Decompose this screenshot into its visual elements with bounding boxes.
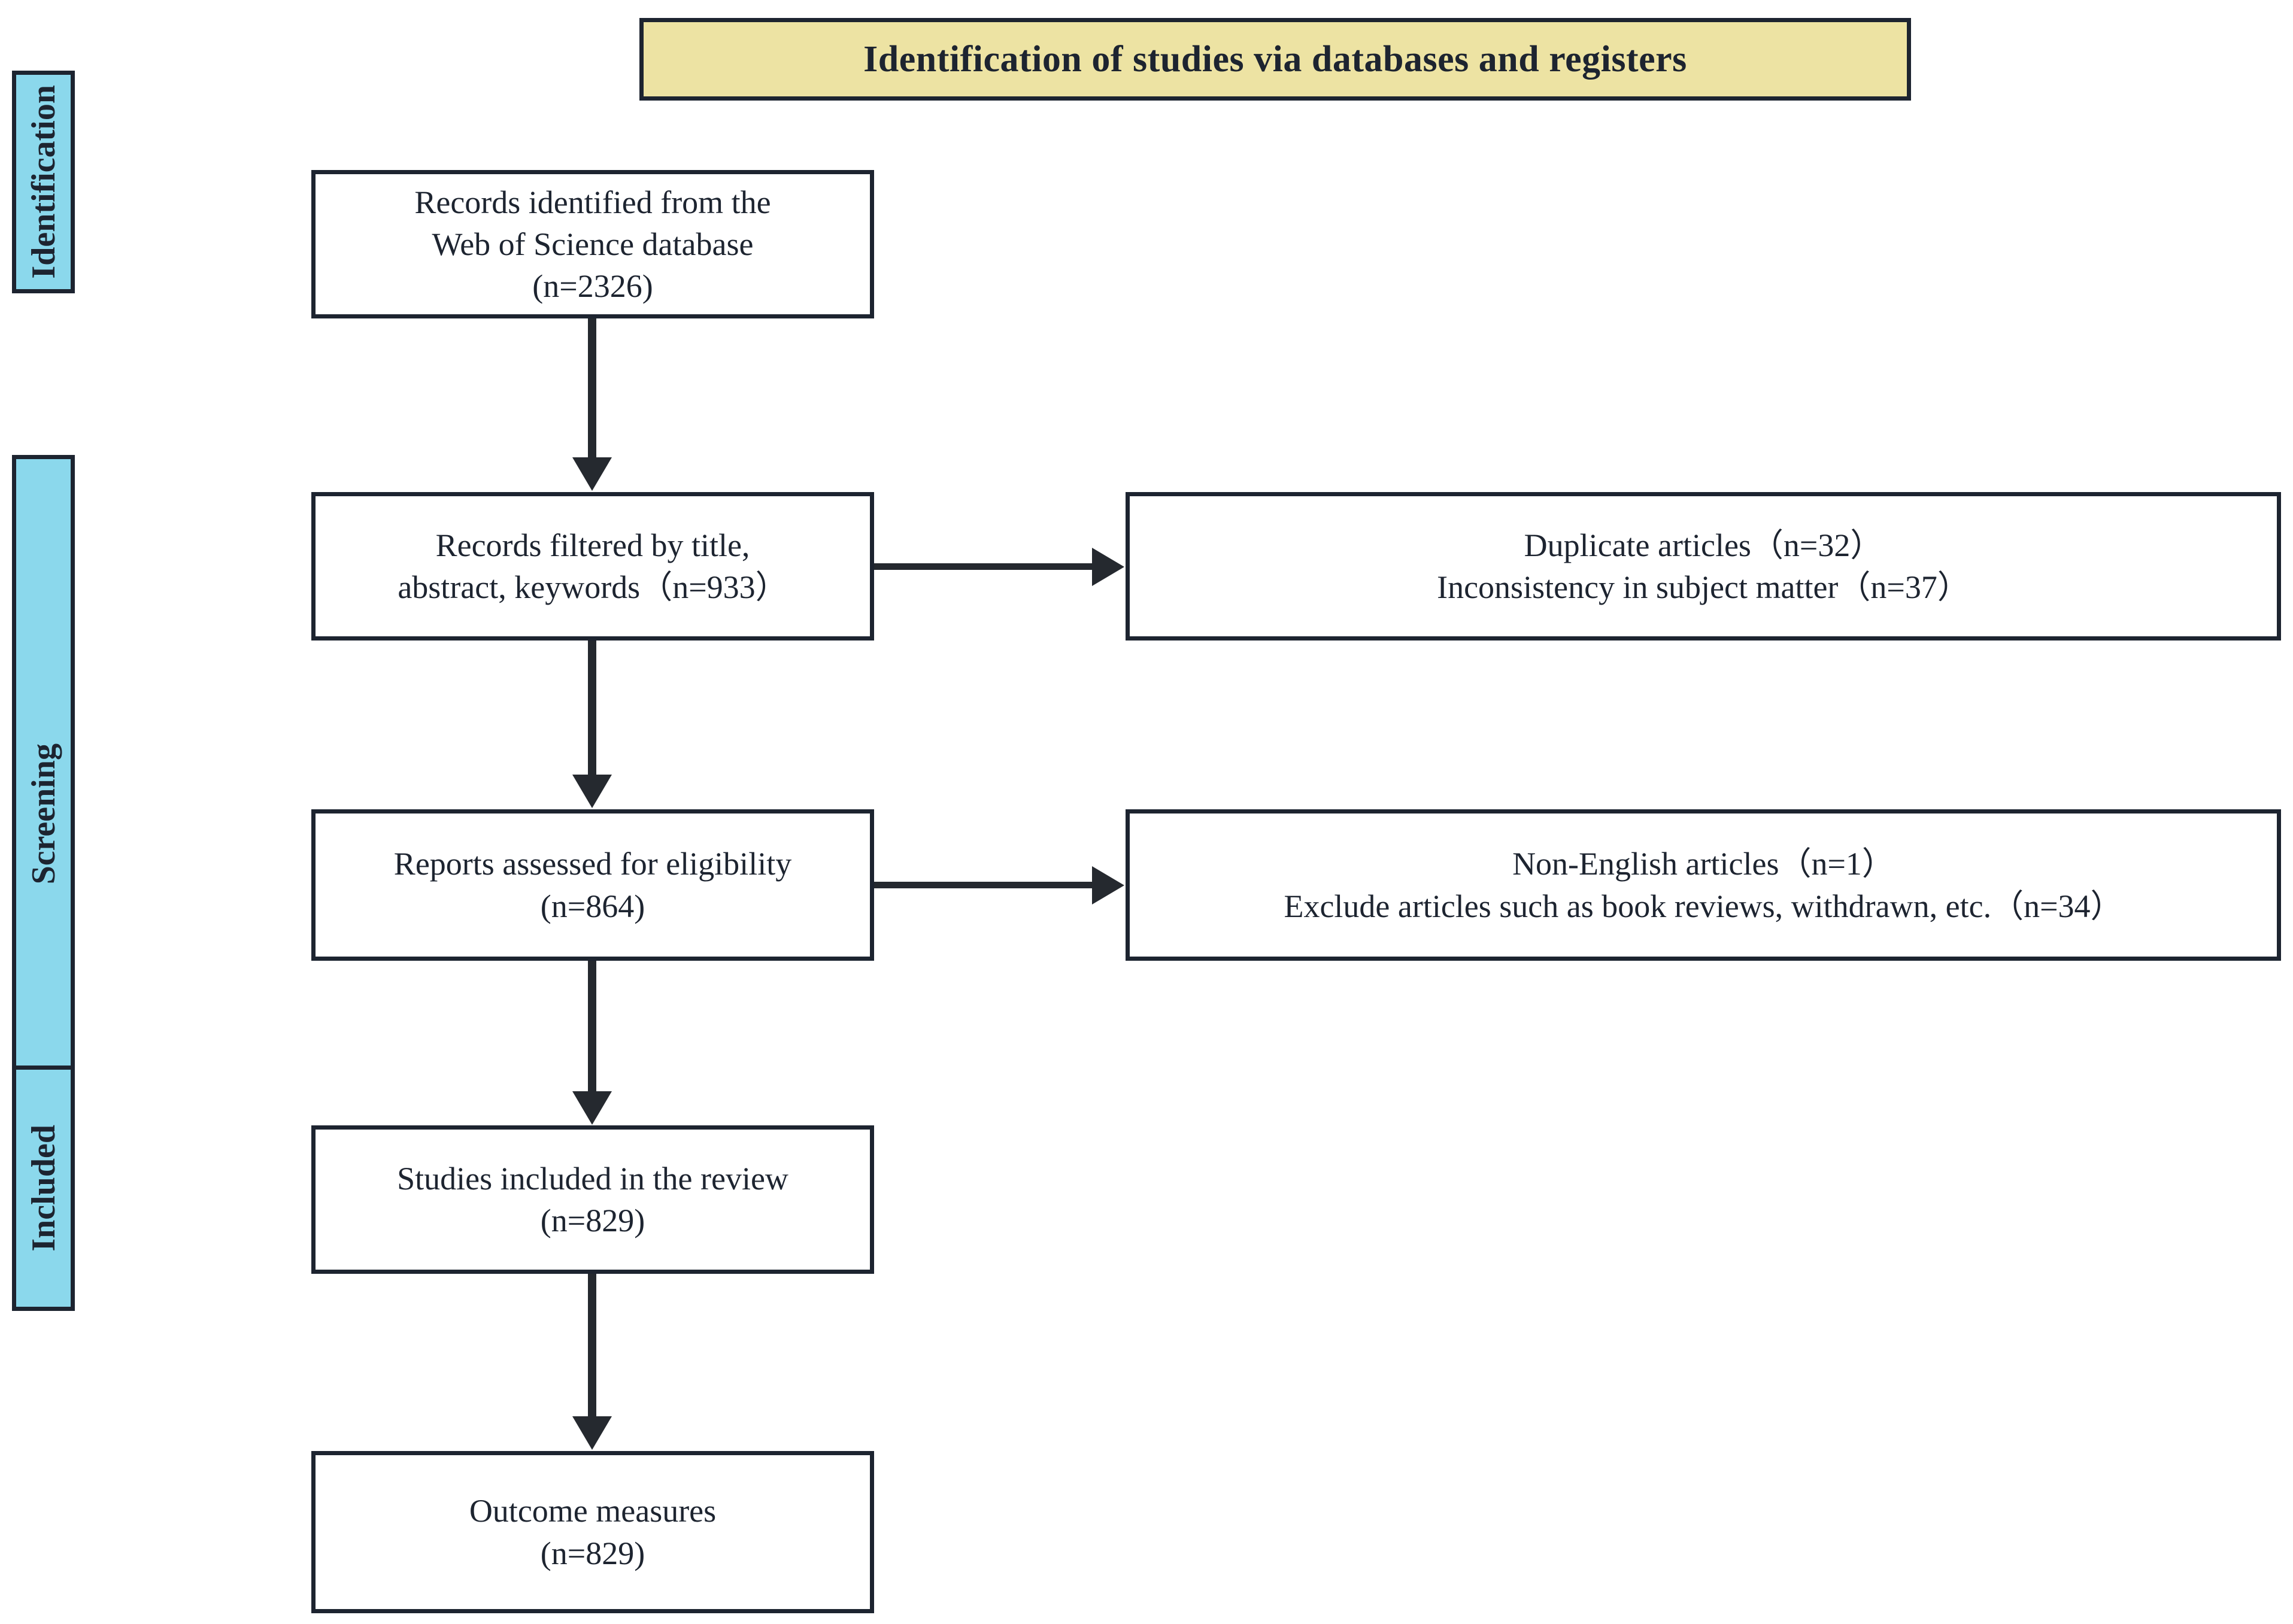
flow-box-studies-included-line-1: Studies included in the review (397, 1160, 788, 1197)
flow-box-records-identified-line-1: Records identified from the (414, 184, 771, 220)
flow-box-records-identified-line-2: Web of Science database (432, 226, 754, 262)
flow-box-outcome-measures-count: (n=829) (540, 1535, 645, 1571)
stage-label-identification-text: Identification (25, 85, 62, 279)
stage-label-identification: Identification (12, 71, 75, 293)
flow-box-records-identified-count: (n=2326) (532, 268, 653, 305)
arrowhead-down-icon (572, 1091, 612, 1125)
diagram-title-text: Identification of studies via databases … (863, 38, 1687, 80)
stage-label-included: Included (12, 1066, 75, 1311)
flow-box-outcome-measures-line-1: Outcome measures (469, 1493, 717, 1529)
arrowhead-right-icon (1092, 547, 1124, 586)
arrowhead-down-icon (572, 457, 612, 491)
flow-box-studies-included-count: (n=829) (540, 1203, 645, 1239)
arrowhead-down-icon (572, 1416, 612, 1450)
arrow-down-filtered-to-eligibility (572, 641, 612, 808)
flow-box-studies-included: Studies included in the review (n=829) (311, 1125, 874, 1274)
flow-box-outcome-measures: Outcome measures (n=829) (311, 1451, 874, 1613)
arrow-down-identified-to-filtered (572, 318, 612, 491)
arrowhead-down-icon (572, 775, 612, 808)
stage-label-included-text: Included (25, 1125, 62, 1252)
stage-label-screening: Screening (12, 455, 75, 1173)
arrow-right-eligibility-to-excluded-eligibility (874, 866, 1124, 904)
stage-label-screening-text: Screening (25, 743, 62, 885)
flow-box-excluded-eligibility-line-1: Non-English articles（n=1） (1512, 846, 1894, 882)
flow-box-reports-assessed-eligibility: Reports assessed for eligibility (n=864) (311, 809, 874, 961)
flow-box-excluded-eligibility: Non-English articles（n=1） Exclude articl… (1126, 809, 2281, 961)
flow-box-records-filtered-line-1: Records filtered by title, (435, 527, 750, 563)
flow-box-records-identified: Records identified from the Web of Scien… (311, 170, 874, 318)
flow-box-reports-assessed-eligibility-count: (n=864) (540, 888, 645, 924)
flow-box-excluded-screening-line-1: Duplicate articles（n=32） (1524, 527, 1883, 563)
diagram-title-banner: Identification of studies via databases … (639, 18, 1911, 101)
flow-box-excluded-eligibility-line-2: Exclude articles such as book reviews, w… (1284, 888, 2123, 924)
flow-box-reports-assessed-eligibility-line-1: Reports assessed for eligibility (393, 846, 792, 882)
arrow-down-eligibility-to-included (572, 961, 612, 1125)
arrow-down-included-to-outcome (572, 1274, 612, 1450)
flow-box-records-filtered: Records filtered by title, abstract, key… (311, 492, 874, 641)
arrow-right-filtered-to-excluded-screening (874, 547, 1124, 586)
flow-box-excluded-screening: Duplicate articles（n=32） Inconsistency i… (1126, 492, 2281, 641)
arrowhead-right-icon (1092, 866, 1124, 904)
flow-box-records-filtered-line-2: abstract, keywords（n=933） (398, 569, 788, 605)
flow-box-excluded-screening-line-2: Inconsistency in subject matter（n=37） (1437, 569, 1970, 605)
